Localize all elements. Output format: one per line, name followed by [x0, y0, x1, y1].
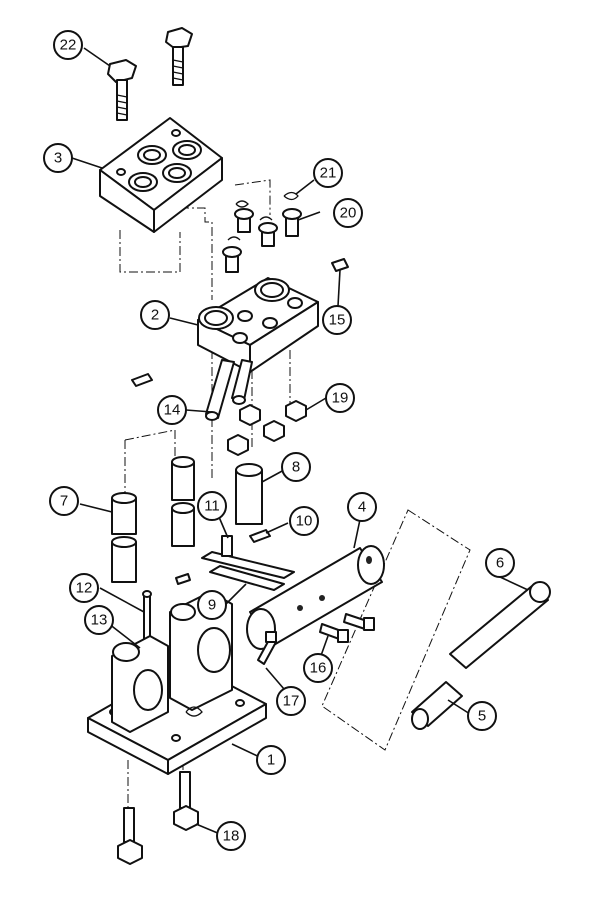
callout-12: 12 [69, 573, 99, 603]
callout-16: 16 [303, 653, 333, 683]
callout-13: 13 [84, 605, 114, 635]
bolts-18 [117, 771, 199, 865]
callout-label: 19 [332, 390, 349, 407]
callout-19: 19 [325, 383, 355, 413]
link-arms-14 [205, 359, 253, 421]
callout-5: 5 [467, 701, 497, 731]
callout-label: 15 [329, 312, 346, 329]
callout-label: 12 [76, 580, 93, 597]
callout-17: 17 [276, 686, 306, 716]
callout-label: 1 [267, 752, 275, 769]
nuts-19 [227, 400, 307, 456]
callout-4: 4 [347, 492, 377, 522]
rod-6 [449, 581, 551, 669]
callout-label: 9 [208, 597, 216, 614]
rod-5 [411, 681, 463, 730]
callout-label: 2 [151, 307, 159, 324]
top-cover-block-3 [99, 117, 223, 233]
base-bracket-1 [87, 591, 267, 775]
callout-8: 8 [281, 452, 311, 482]
callout-11: 11 [197, 491, 227, 521]
callout-label: 20 [340, 205, 357, 222]
callout-15: 15 [322, 305, 352, 335]
bolt-22 [107, 59, 137, 121]
callout-2: 2 [140, 300, 170, 330]
callout-7: 7 [49, 486, 79, 516]
callout-20: 20 [333, 198, 363, 228]
callout-label: 6 [496, 555, 504, 572]
callout-label: 11 [204, 498, 220, 515]
screws-16-17 [257, 613, 375, 665]
callout-3: 3 [43, 143, 73, 173]
callout-6: 6 [485, 548, 515, 578]
callout-label: 3 [54, 150, 62, 167]
callout-9: 9 [197, 590, 227, 620]
callout-label: 7 [60, 493, 68, 510]
callout-label: 5 [478, 708, 486, 725]
callout-18: 18 [216, 821, 246, 851]
callout-22: 22 [53, 30, 83, 60]
callout-label: 4 [358, 499, 366, 516]
callout-label: 8 [292, 459, 300, 476]
pins-15 [131, 258, 349, 387]
callout-label: 17 [283, 693, 300, 710]
screw-12 [142, 590, 152, 641]
linkage-9-10-11 [175, 529, 295, 591]
bolt-top [165, 27, 193, 86]
callout-14: 14 [157, 395, 187, 425]
callout-label: 14 [164, 402, 181, 419]
valve-springs-20-21 [222, 191, 302, 273]
callout-label: 22 [60, 37, 77, 54]
callout-1: 1 [256, 745, 286, 775]
callout-label: 10 [296, 513, 313, 530]
callout-label: 18 [223, 828, 240, 845]
callout-label: 21 [320, 165, 337, 182]
sleeves-7 [111, 456, 195, 583]
callout-label: 16 [310, 660, 327, 677]
callout-label: 13 [91, 612, 108, 629]
valve-body-2 [197, 277, 319, 373]
callout-21: 21 [313, 158, 343, 188]
sleeve-8 [235, 463, 263, 525]
callout-10: 10 [289, 506, 319, 536]
